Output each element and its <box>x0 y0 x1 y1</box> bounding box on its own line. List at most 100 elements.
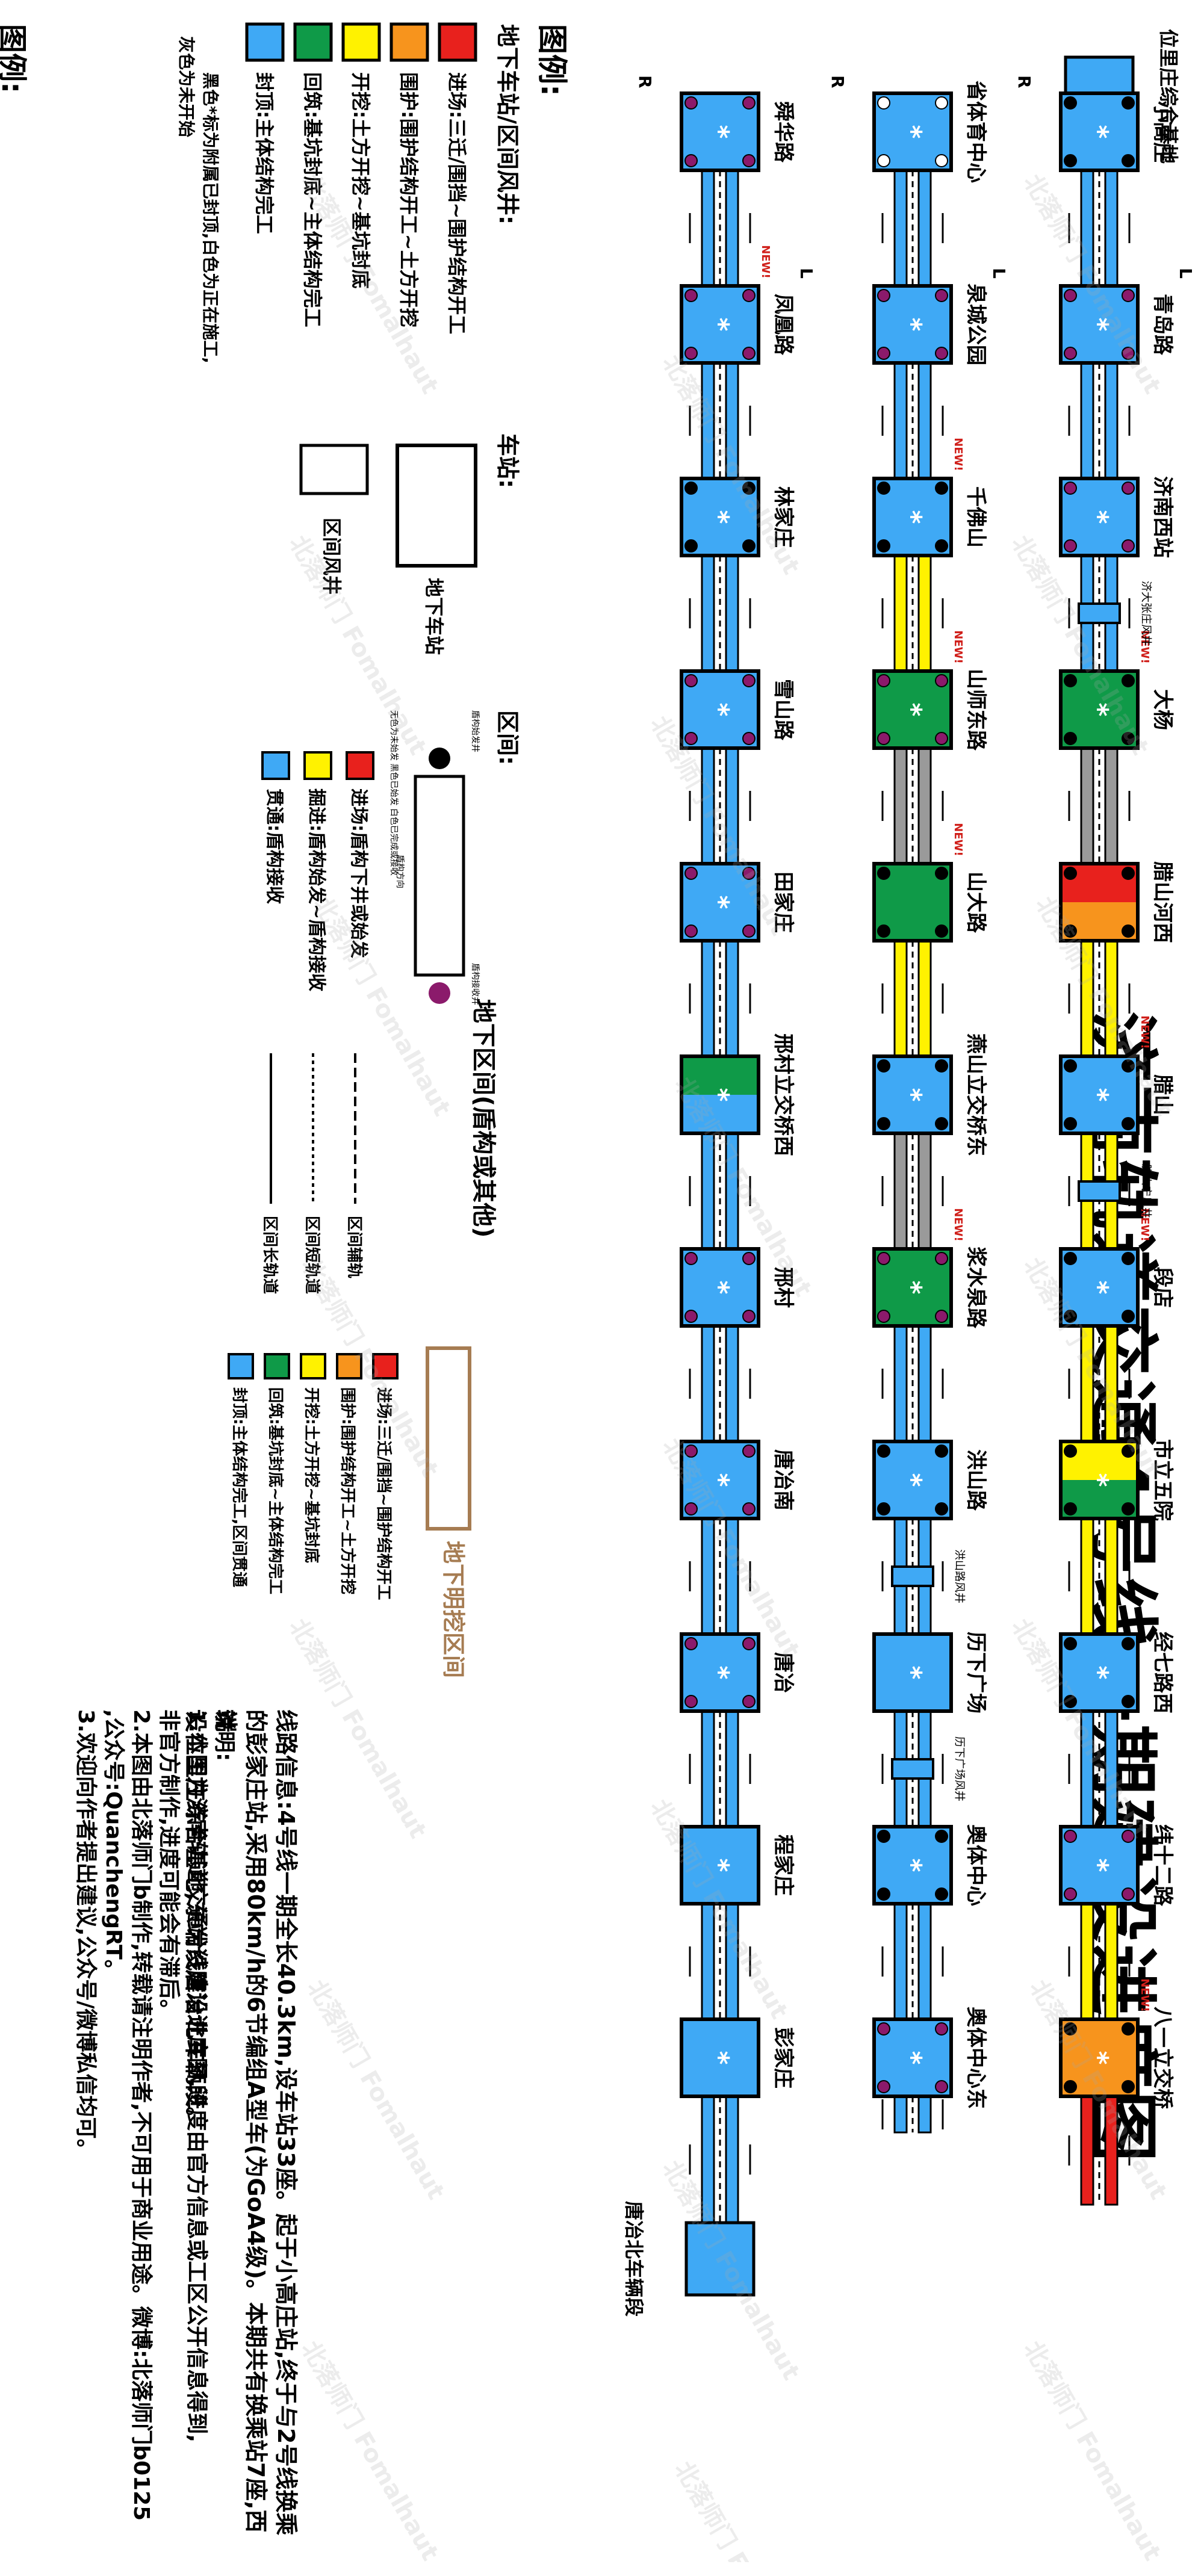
station-corner-dot <box>877 2080 890 2093</box>
station-0-1-box <box>1059 284 1140 365</box>
station-2-5-fill-a <box>681 1056 759 1095</box>
station-corner-dot <box>1122 154 1135 167</box>
notes: 说明: 1.本图为济南轨道交通分线建设进度图,进度由官方信息或工区公开信息得到,… <box>72 1709 238 2552</box>
station-corner-dot <box>684 1502 698 1516</box>
station-corner-dot <box>1122 1887 1135 1901</box>
note-3: 2.本图由北落师门b制作,转载请注明作者,不可用于商业用途。微博:北落师门b01… <box>129 1709 154 2521</box>
station-name: 腊山河西 <box>1150 861 1175 943</box>
station-mark: * <box>704 702 734 716</box>
station-mark: * <box>704 1473 734 1487</box>
station-name: 段店 <box>1150 1267 1175 1308</box>
tunnel-small-4: 无色为未始发 黑色已始发 白色已完成或接收 <box>389 710 399 876</box>
station-2-4-box <box>680 862 760 943</box>
station-corner-dot <box>877 1830 890 1843</box>
station-2-1-box <box>680 284 760 365</box>
direction-label-left: L <box>796 268 816 279</box>
station-mark: * <box>704 510 734 524</box>
section-track-lower <box>893 362 908 480</box>
station-corner-dot <box>1122 674 1135 687</box>
station-mark: * <box>896 1665 927 1679</box>
station-corner-dot <box>742 1310 756 1323</box>
station-corner-dot <box>877 96 890 110</box>
station-legend-note-2: 灰色为未开始 <box>176 36 196 137</box>
station-name: 经七路西 <box>1150 1632 1175 1714</box>
cutcover-swatch <box>228 1353 254 1379</box>
section-track-upper <box>1104 1903 1119 2020</box>
section-track-upper <box>725 940 739 1057</box>
station-mark: * <box>896 702 927 716</box>
station-mark: * <box>1083 702 1114 716</box>
station-corner-dot <box>1064 2080 1077 2093</box>
station-corner-dot <box>935 289 948 302</box>
station-corner-dot <box>877 347 890 360</box>
station-name: 小高庄 <box>1150 101 1175 163</box>
station-corner-dot <box>684 347 698 360</box>
station-corner-dot <box>935 867 948 880</box>
station-name: 舜华路 <box>771 101 795 163</box>
station-corner-dot <box>684 867 698 880</box>
station-mark: * <box>704 1858 734 1872</box>
station-corner-dot <box>1064 2022 1077 2036</box>
station-legend-swatch <box>245 22 285 62</box>
station-corner-dot <box>684 924 698 938</box>
station-corner-dot <box>877 1887 890 1901</box>
section-track-lower <box>1080 747 1094 865</box>
watermark-text: 北落师门 Fomalhaut <box>296 2336 444 2562</box>
station-mark: * <box>1083 1473 1114 1487</box>
station-legend-note-1: 黑色*标为附属已封顶,白色为正在施工, <box>200 72 220 364</box>
tunnel-legend-swatch <box>346 751 374 780</box>
station-1-1-box <box>872 284 953 365</box>
station-name: 洪山路 <box>964 1449 988 1511</box>
cutcover-text: 封顶:主体结构完工,区间贯通 <box>230 1387 249 1587</box>
station-corner-dot <box>877 1310 890 1323</box>
station-mark: * <box>1083 1858 1114 1872</box>
cutcover-swatch <box>372 1353 399 1379</box>
section-track-upper <box>1104 362 1119 480</box>
new-badge: NEW! <box>759 245 772 278</box>
station-name: 凤凰路 <box>771 294 795 356</box>
terminal-label: 位里庄综合基地 <box>1157 29 1180 164</box>
station-1-8-box <box>872 1632 953 1713</box>
station-corner-dot <box>877 1059 890 1073</box>
station-corner-dot <box>1064 1059 1077 1073</box>
station-0-10-box <box>1059 2017 1140 2098</box>
station-corner-dot <box>684 674 698 687</box>
station-corner-dot <box>1064 1502 1077 1516</box>
depot-box-end <box>684 2221 756 2297</box>
station-corner-dot <box>1064 347 1077 360</box>
station-corner-dot <box>742 347 756 360</box>
line-legend-text: 区间辅轨 <box>345 1216 363 1278</box>
station-name: 邢村 <box>771 1267 795 1308</box>
station-corner-dot <box>1122 732 1135 745</box>
station-name: 青岛路 <box>1150 294 1175 356</box>
station-corner-dot <box>1064 154 1077 167</box>
station-legend-swatch <box>389 22 429 62</box>
station-corner-dot <box>1122 2022 1135 2036</box>
station-corner-dot <box>1064 1252 1077 1265</box>
tunnel-small-3: 盾构方向 <box>395 855 405 888</box>
station-0-6-box <box>1059 1247 1140 1328</box>
station-legend-text: 开挖:土方开挖~基坑封底 <box>349 72 372 289</box>
station-0-2-box <box>1059 477 1140 557</box>
station-0-7-box <box>1059 1440 1140 1520</box>
station-corner-dot <box>742 674 756 687</box>
station-legend-text: 回筑:基坑封底~主体结构完工 <box>301 72 324 327</box>
station-name: 奥体中心东 <box>964 2007 988 2109</box>
station-corner-dot <box>742 289 756 302</box>
station-corner-dot <box>684 481 698 495</box>
section-track-upper <box>1104 747 1119 865</box>
direction-label-right: R <box>635 75 655 88</box>
station-2-5-fill-b <box>681 1095 759 1133</box>
station-corner-dot <box>1122 1252 1135 1265</box>
station-corner-dot <box>1064 1637 1077 1650</box>
station-name: 腊山 <box>1150 1074 1175 1115</box>
cutcover-title: 地下明挖区间 <box>440 1541 467 1678</box>
station-corner-dot <box>935 347 948 360</box>
station-corner-dot <box>1064 1444 1077 1458</box>
ventilation-shaft <box>891 1565 934 1587</box>
notes-title: 说明: <box>212 1709 237 1762</box>
station-corner-dot <box>684 732 698 745</box>
station-name: 山师东路 <box>964 669 988 751</box>
station-corner-dot <box>935 1502 948 1516</box>
